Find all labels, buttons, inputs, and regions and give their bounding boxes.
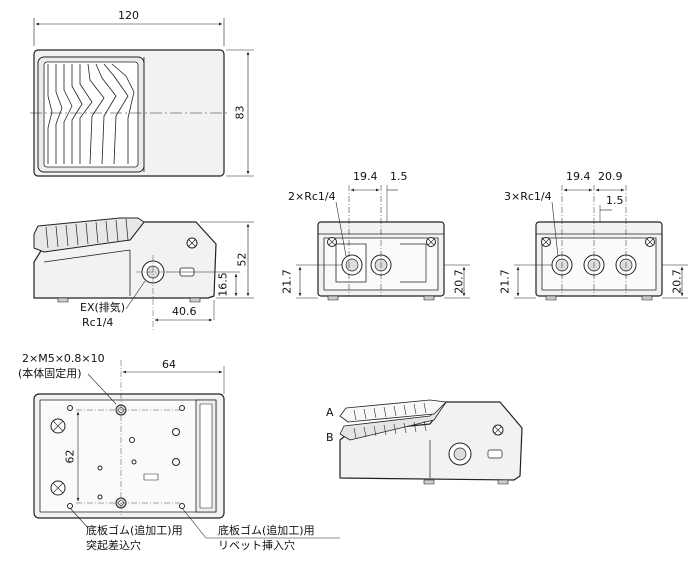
top-view [30, 18, 254, 177]
label-ports-2: 2×Rc1/4 [288, 190, 336, 203]
label-rubber-rivet-1: 底板ゴム(追加工)用 [218, 524, 315, 537]
label-mount-holes: 2×M5×0.8×10 [22, 352, 105, 365]
dim-bottom-64: 64 [162, 358, 176, 371]
dim-f3-20-7: 20.7 [670, 269, 684, 294]
dim-bottom-62: 62 [63, 449, 77, 464]
dim-f3-1-5: 1.5 [606, 194, 624, 207]
dim-f3-20-9: 20.9 [598, 170, 623, 183]
pedal-positions-view [339, 399, 523, 485]
dim-side-height: 52 [235, 252, 249, 267]
dim-side-port-offset: 40.6 [172, 305, 197, 318]
label-rubber-protrusion-1: 底板ゴム(追加工)用 [86, 524, 183, 537]
dim-f2-19-4: 19.4 [353, 170, 378, 183]
label-ports-3: 3×Rc1/4 [504, 190, 552, 203]
label-ex-port-size: Rc1/4 [82, 316, 114, 329]
dim-f2-1-5: 1.5 [390, 170, 408, 183]
dim-f3-19-4: 19.4 [566, 170, 591, 183]
label-position-a: A [326, 406, 334, 419]
front-view-2-ports [296, 185, 470, 301]
label-mount-holes-note: (本体固定用) [18, 367, 82, 380]
dim-f2-20-7: 20.7 [452, 269, 466, 294]
label-ex-port: EX(排気) [80, 301, 126, 314]
front-view-3-ports [514, 185, 688, 301]
label-position-b: B [326, 431, 334, 444]
label-rubber-protrusion-2: 突起差込穴 [86, 539, 141, 552]
dim-side-port-height: 16.5 [216, 272, 230, 297]
bottom-view [33, 360, 340, 539]
dim-f2-21-7: 21.7 [280, 269, 294, 294]
side-view [33, 217, 254, 330]
dim-top-width: 120 [118, 9, 139, 22]
dim-f3-21-7: 21.7 [498, 269, 512, 294]
label-rubber-rivet-2: リベット挿入穴 [218, 539, 295, 552]
dim-top-depth: 83 [233, 105, 247, 120]
